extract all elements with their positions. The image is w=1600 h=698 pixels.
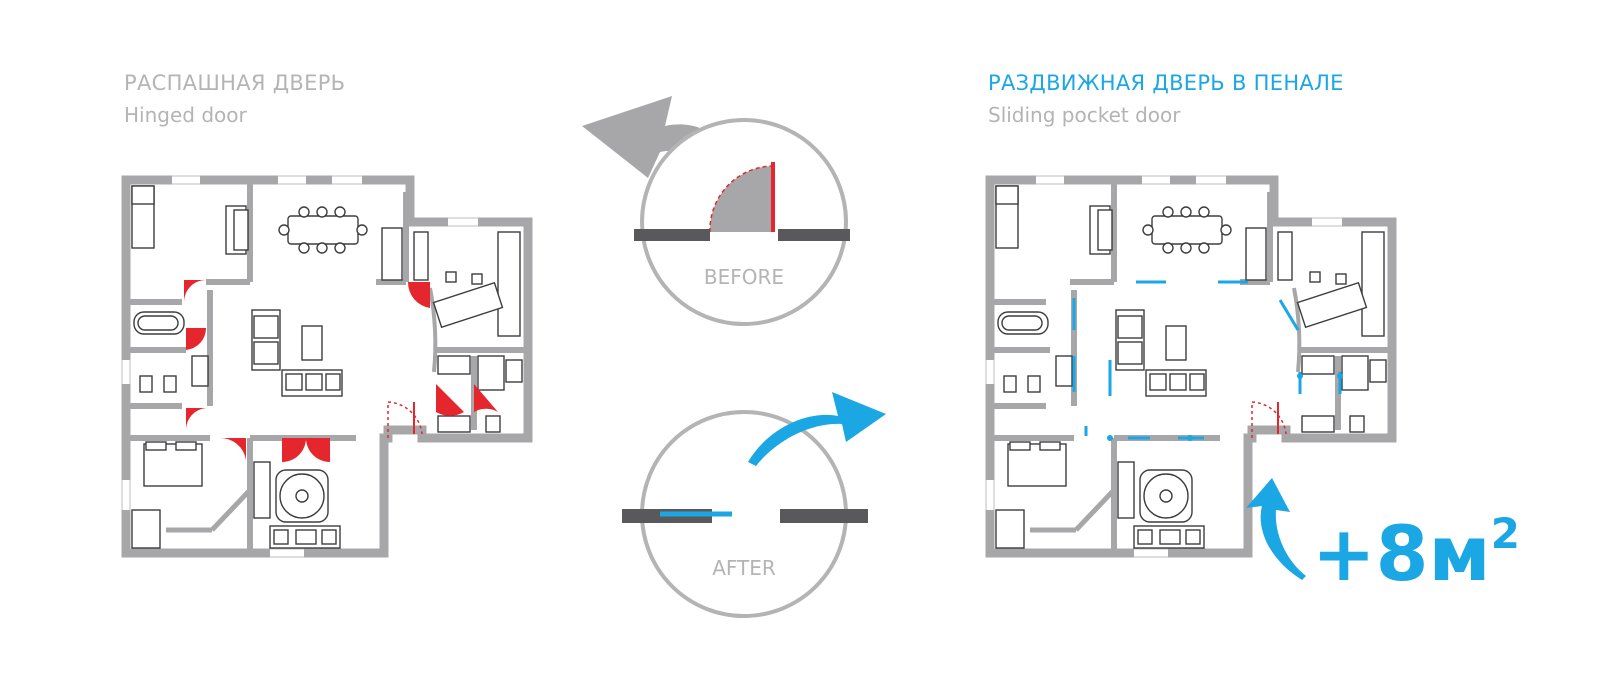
after-label: AFTER	[712, 556, 776, 580]
right-subtitle: Sliding pocket door	[988, 103, 1181, 127]
before-detail: BEFORE	[582, 96, 850, 326]
gain-unit-exponent: 2	[1491, 509, 1520, 558]
space-gain: +8м2	[1246, 478, 1520, 598]
sliding-floor-plan	[986, 176, 1392, 557]
left-subtitle: Hinged door	[124, 103, 247, 127]
gain-value: +8м	[1312, 509, 1491, 598]
blue-pocket-joints	[1107, 373, 1343, 441]
left-title: РАСПАШНАЯ ДВЕРЬ	[124, 71, 346, 95]
svg-text:+8м2: +8м2	[1312, 509, 1520, 598]
hinged-floor-plan	[122, 176, 528, 557]
right-title: РАЗДВИЖНАЯ ДВЕРЬ В ПЕНАЛЕ	[988, 71, 1344, 95]
before-label: BEFORE	[704, 265, 784, 289]
after-detail: AFTER	[622, 392, 886, 618]
red-door-swings	[184, 280, 498, 462]
